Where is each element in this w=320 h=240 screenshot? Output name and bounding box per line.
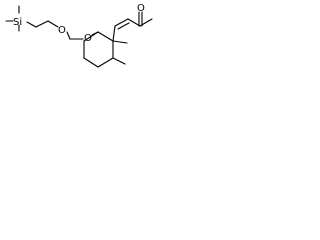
bond-vinyl-double-b <box>117 22 130 30</box>
ring-bond-3 <box>97 57 114 68</box>
ketone-oxygen-label: O <box>137 3 145 14</box>
bond-ch2-ch2 <box>35 20 49 28</box>
bond-vinyl-double-a <box>114 18 129 27</box>
bond-si-ch2 <box>26 21 37 28</box>
bond-oxygen-1-ch2 <box>66 31 71 40</box>
bond-ring-methyl <box>112 57 126 65</box>
bond-quaternary-methyl <box>112 40 128 44</box>
bond-ring-vinyl <box>112 25 116 42</box>
silicon-label: Si <box>13 17 22 28</box>
molecule-diagram: Si O O O <box>5 3 153 68</box>
ring-bond-4 <box>83 57 99 68</box>
bond-ch2-oxygen-1 <box>47 20 59 28</box>
bond-vinyl-carbonyl <box>127 18 141 27</box>
ring-bond-6 <box>83 31 99 42</box>
ether-oxygen-1-label: O <box>58 25 66 36</box>
ether-oxygen-2-label: O <box>84 33 92 44</box>
ring-bond-1 <box>97 31 114 42</box>
